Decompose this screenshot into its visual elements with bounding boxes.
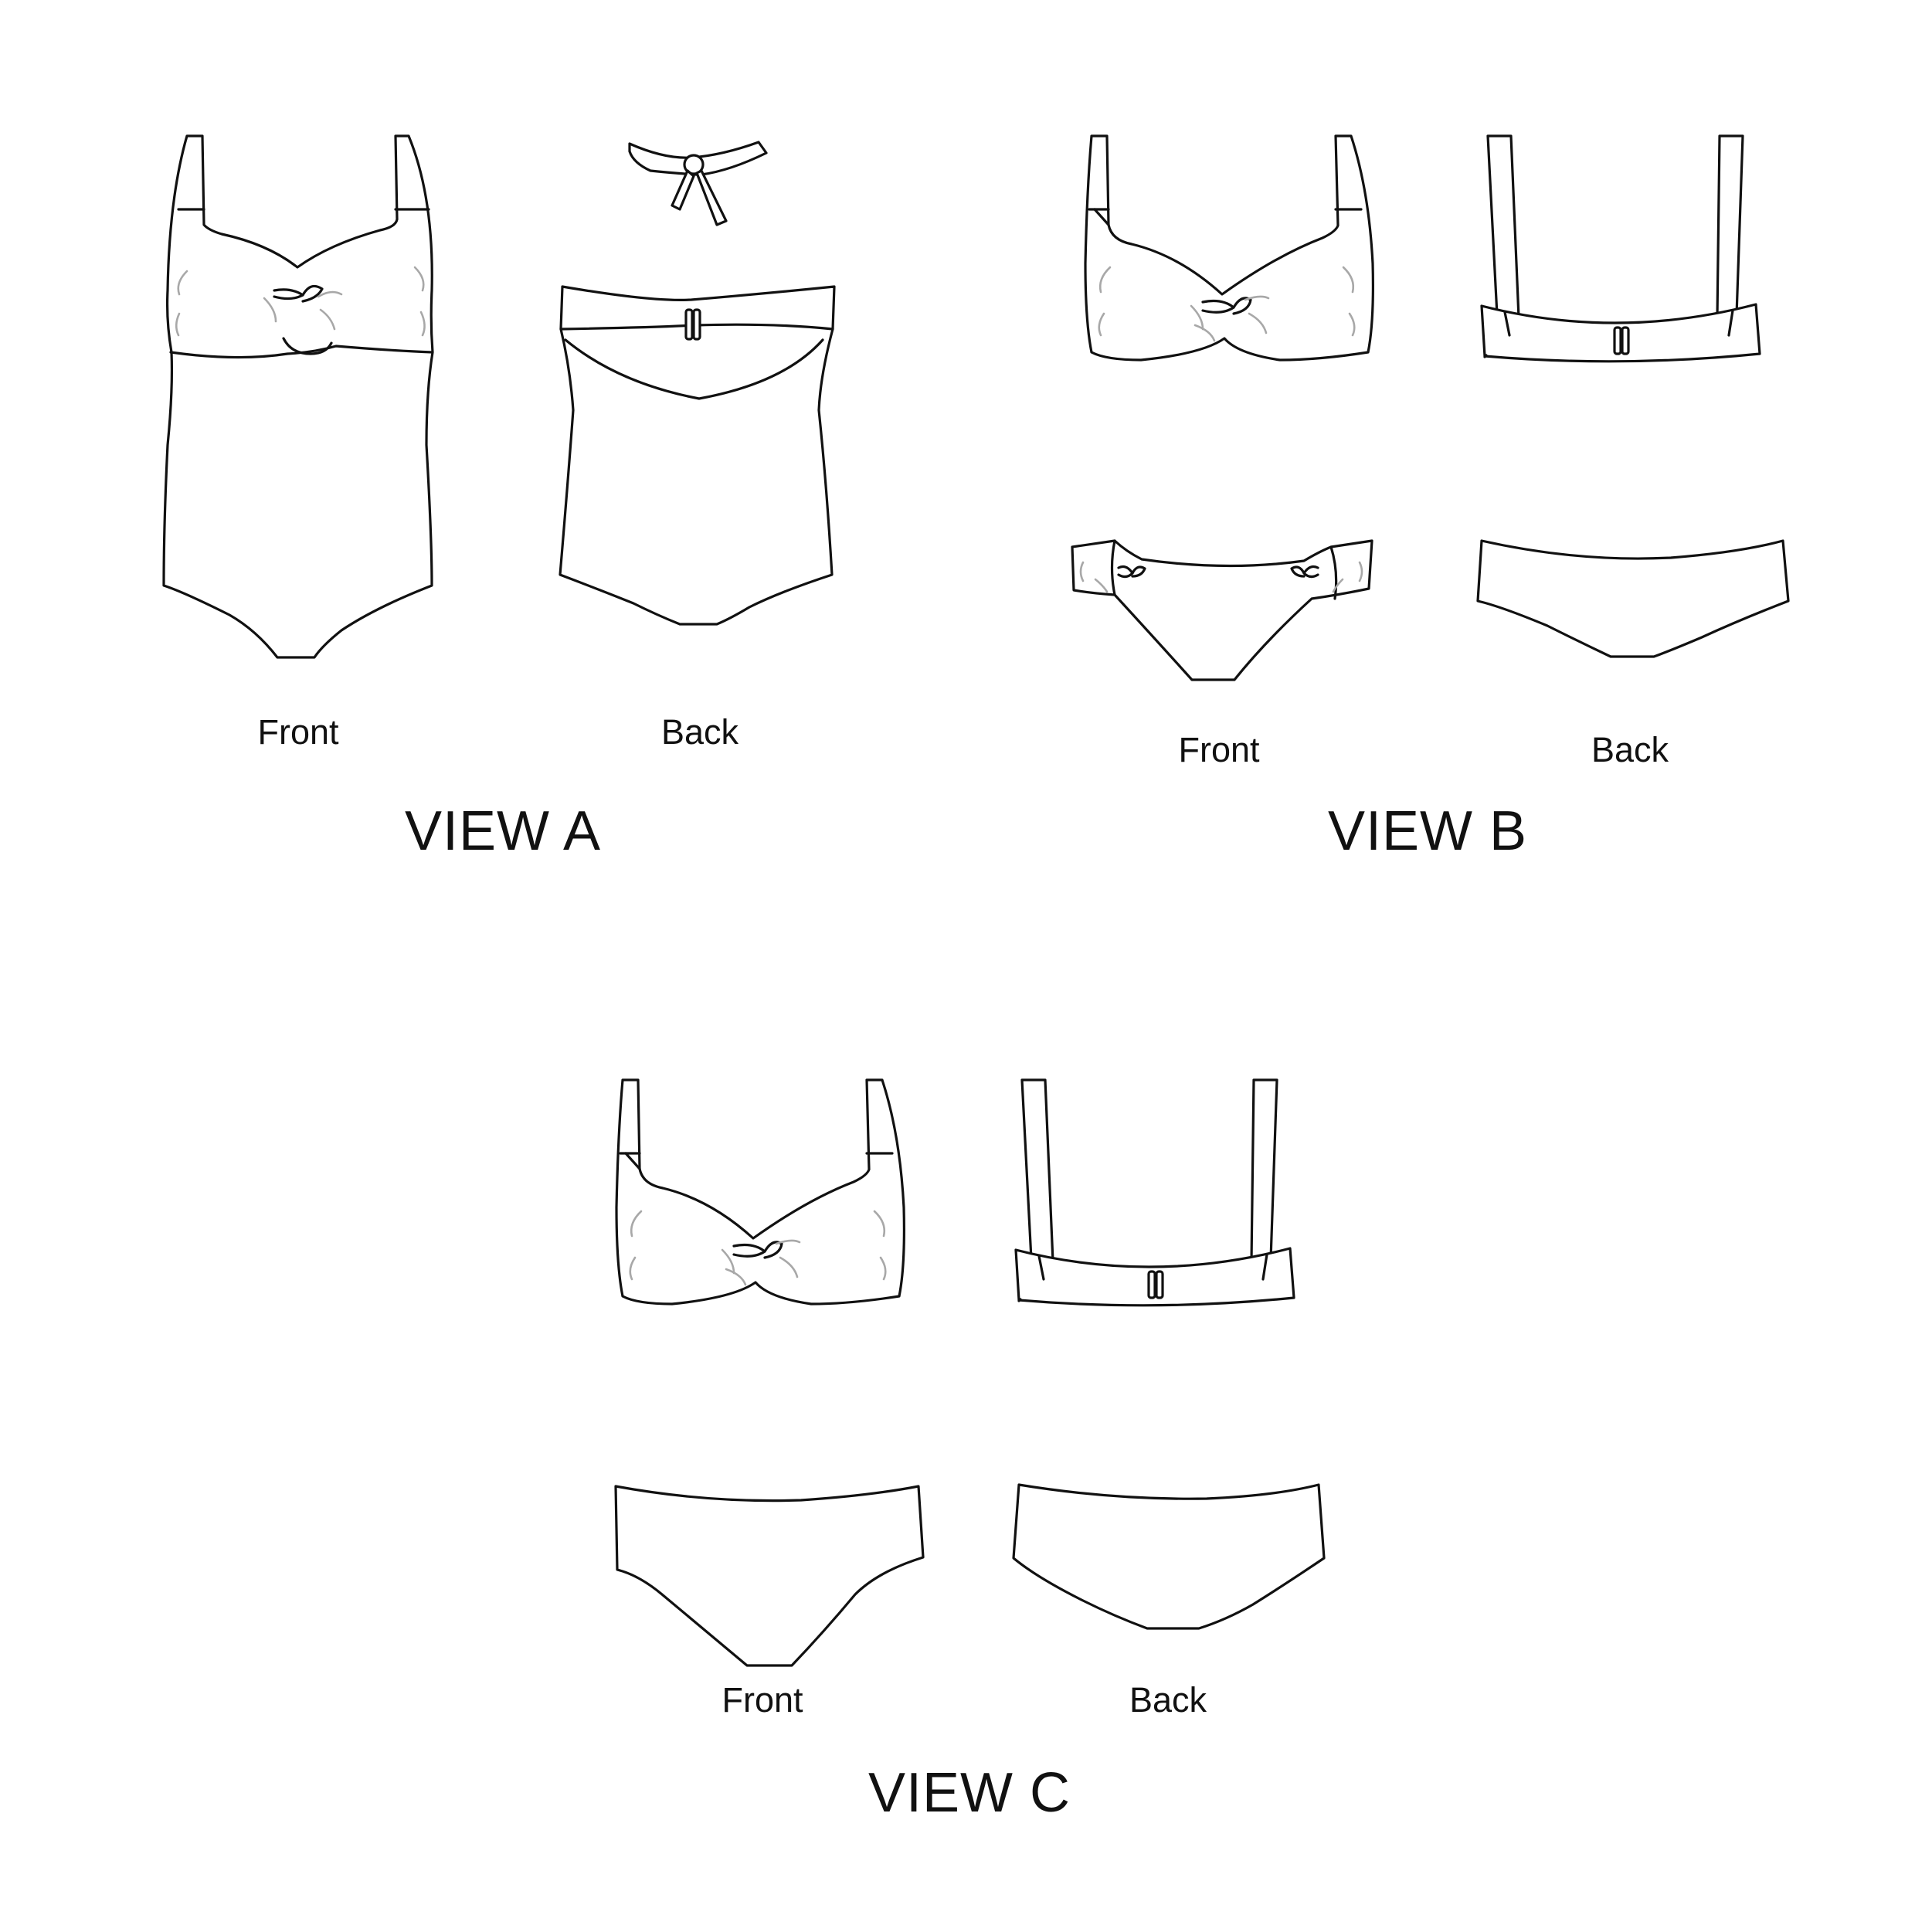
- view-c-title: VIEW C: [868, 1762, 1071, 1824]
- view-b-bra-front: [1084, 134, 1375, 362]
- view-a-back-label: Back: [660, 712, 739, 752]
- view-b-title: VIEW B: [1327, 800, 1528, 862]
- view-c-front-label: Front: [722, 1680, 803, 1720]
- view-b-front-label: Front: [1178, 730, 1260, 769]
- view-a-swimsuit-front: [162, 134, 434, 659]
- view-b-back-label: Back: [1591, 730, 1669, 769]
- view-c-brief-back: [1012, 1483, 1326, 1630]
- view-b-bra-back: [1480, 134, 1761, 363]
- view-c-brief-front: [614, 1485, 925, 1667]
- view-c-bra-back: [1014, 1078, 1295, 1307]
- view-c-back-label: Back: [1129, 1680, 1207, 1720]
- view-b-brief-back: [1476, 539, 1790, 658]
- view-a-swimsuit-back: [559, 141, 836, 626]
- view-a-title: VIEW A: [404, 800, 602, 862]
- view-a-front-label: Front: [257, 712, 339, 752]
- view-b-brief-front: [1071, 539, 1373, 681]
- view-c-bra-front: [615, 1078, 906, 1306]
